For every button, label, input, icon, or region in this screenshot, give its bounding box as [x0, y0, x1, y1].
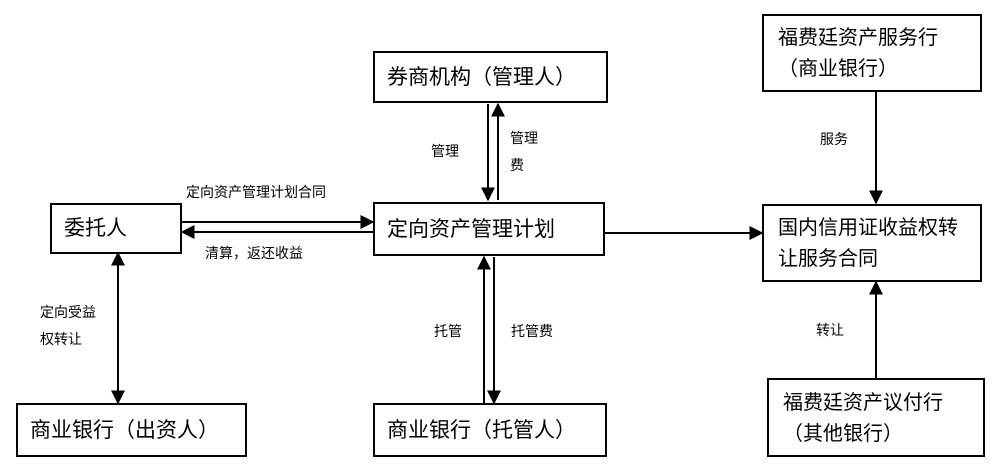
- node-broker-label: 券商机构（管理人）: [387, 64, 576, 89]
- node-broker: 券商机构（管理人）: [373, 51, 608, 103]
- node-contract-label: 国内信用证收益权转让服务合同: [778, 215, 958, 270]
- edge-label-custody-fee: 托管费: [511, 324, 553, 340]
- edge-label-plan-contract: 定向资产管理计划合同: [186, 185, 326, 201]
- edge-label-settle-return: 清算，返还收益: [205, 246, 303, 262]
- node-forfaiting-service-bank: 福费廷资产服务行（商业银行）: [762, 14, 982, 92]
- edge-label-manage-fee: 管理费: [510, 131, 538, 174]
- edge-label-directed-transfer: 定向受益权转让: [40, 305, 96, 348]
- edge-label-service: 服务: [820, 132, 848, 148]
- node-forfaiting-payer-bank: 福费廷资产议付行（其他银行）: [767, 378, 985, 457]
- node-bank-investor: 商业银行（出资人）: [16, 403, 247, 457]
- node-forfaiting-service-bank-label: 福费廷资产服务行（商业银行）: [778, 25, 938, 80]
- edge-label-transfer: 转让: [816, 323, 844, 339]
- node-forfaiting-payer-bank-label: 福费廷资产议付行（其他银行）: [783, 389, 943, 445]
- node-contract: 国内信用证收益权转让服务合同: [762, 204, 982, 282]
- edge-label-custody: 托管: [434, 324, 462, 340]
- node-bank-custodian: 商业银行（托管人）: [373, 403, 607, 457]
- node-settlor: 委托人: [50, 203, 182, 254]
- node-bank-custodian-label: 商业银行（托管人）: [387, 417, 576, 442]
- node-settlor-label: 委托人: [64, 216, 127, 241]
- node-plan-label: 定向资产管理计划: [387, 216, 555, 241]
- edge-label-manage: 管理: [431, 144, 459, 160]
- node-bank-investor-label: 商业银行（出资人）: [30, 417, 219, 442]
- node-plan: 定向资产管理计划: [373, 202, 605, 256]
